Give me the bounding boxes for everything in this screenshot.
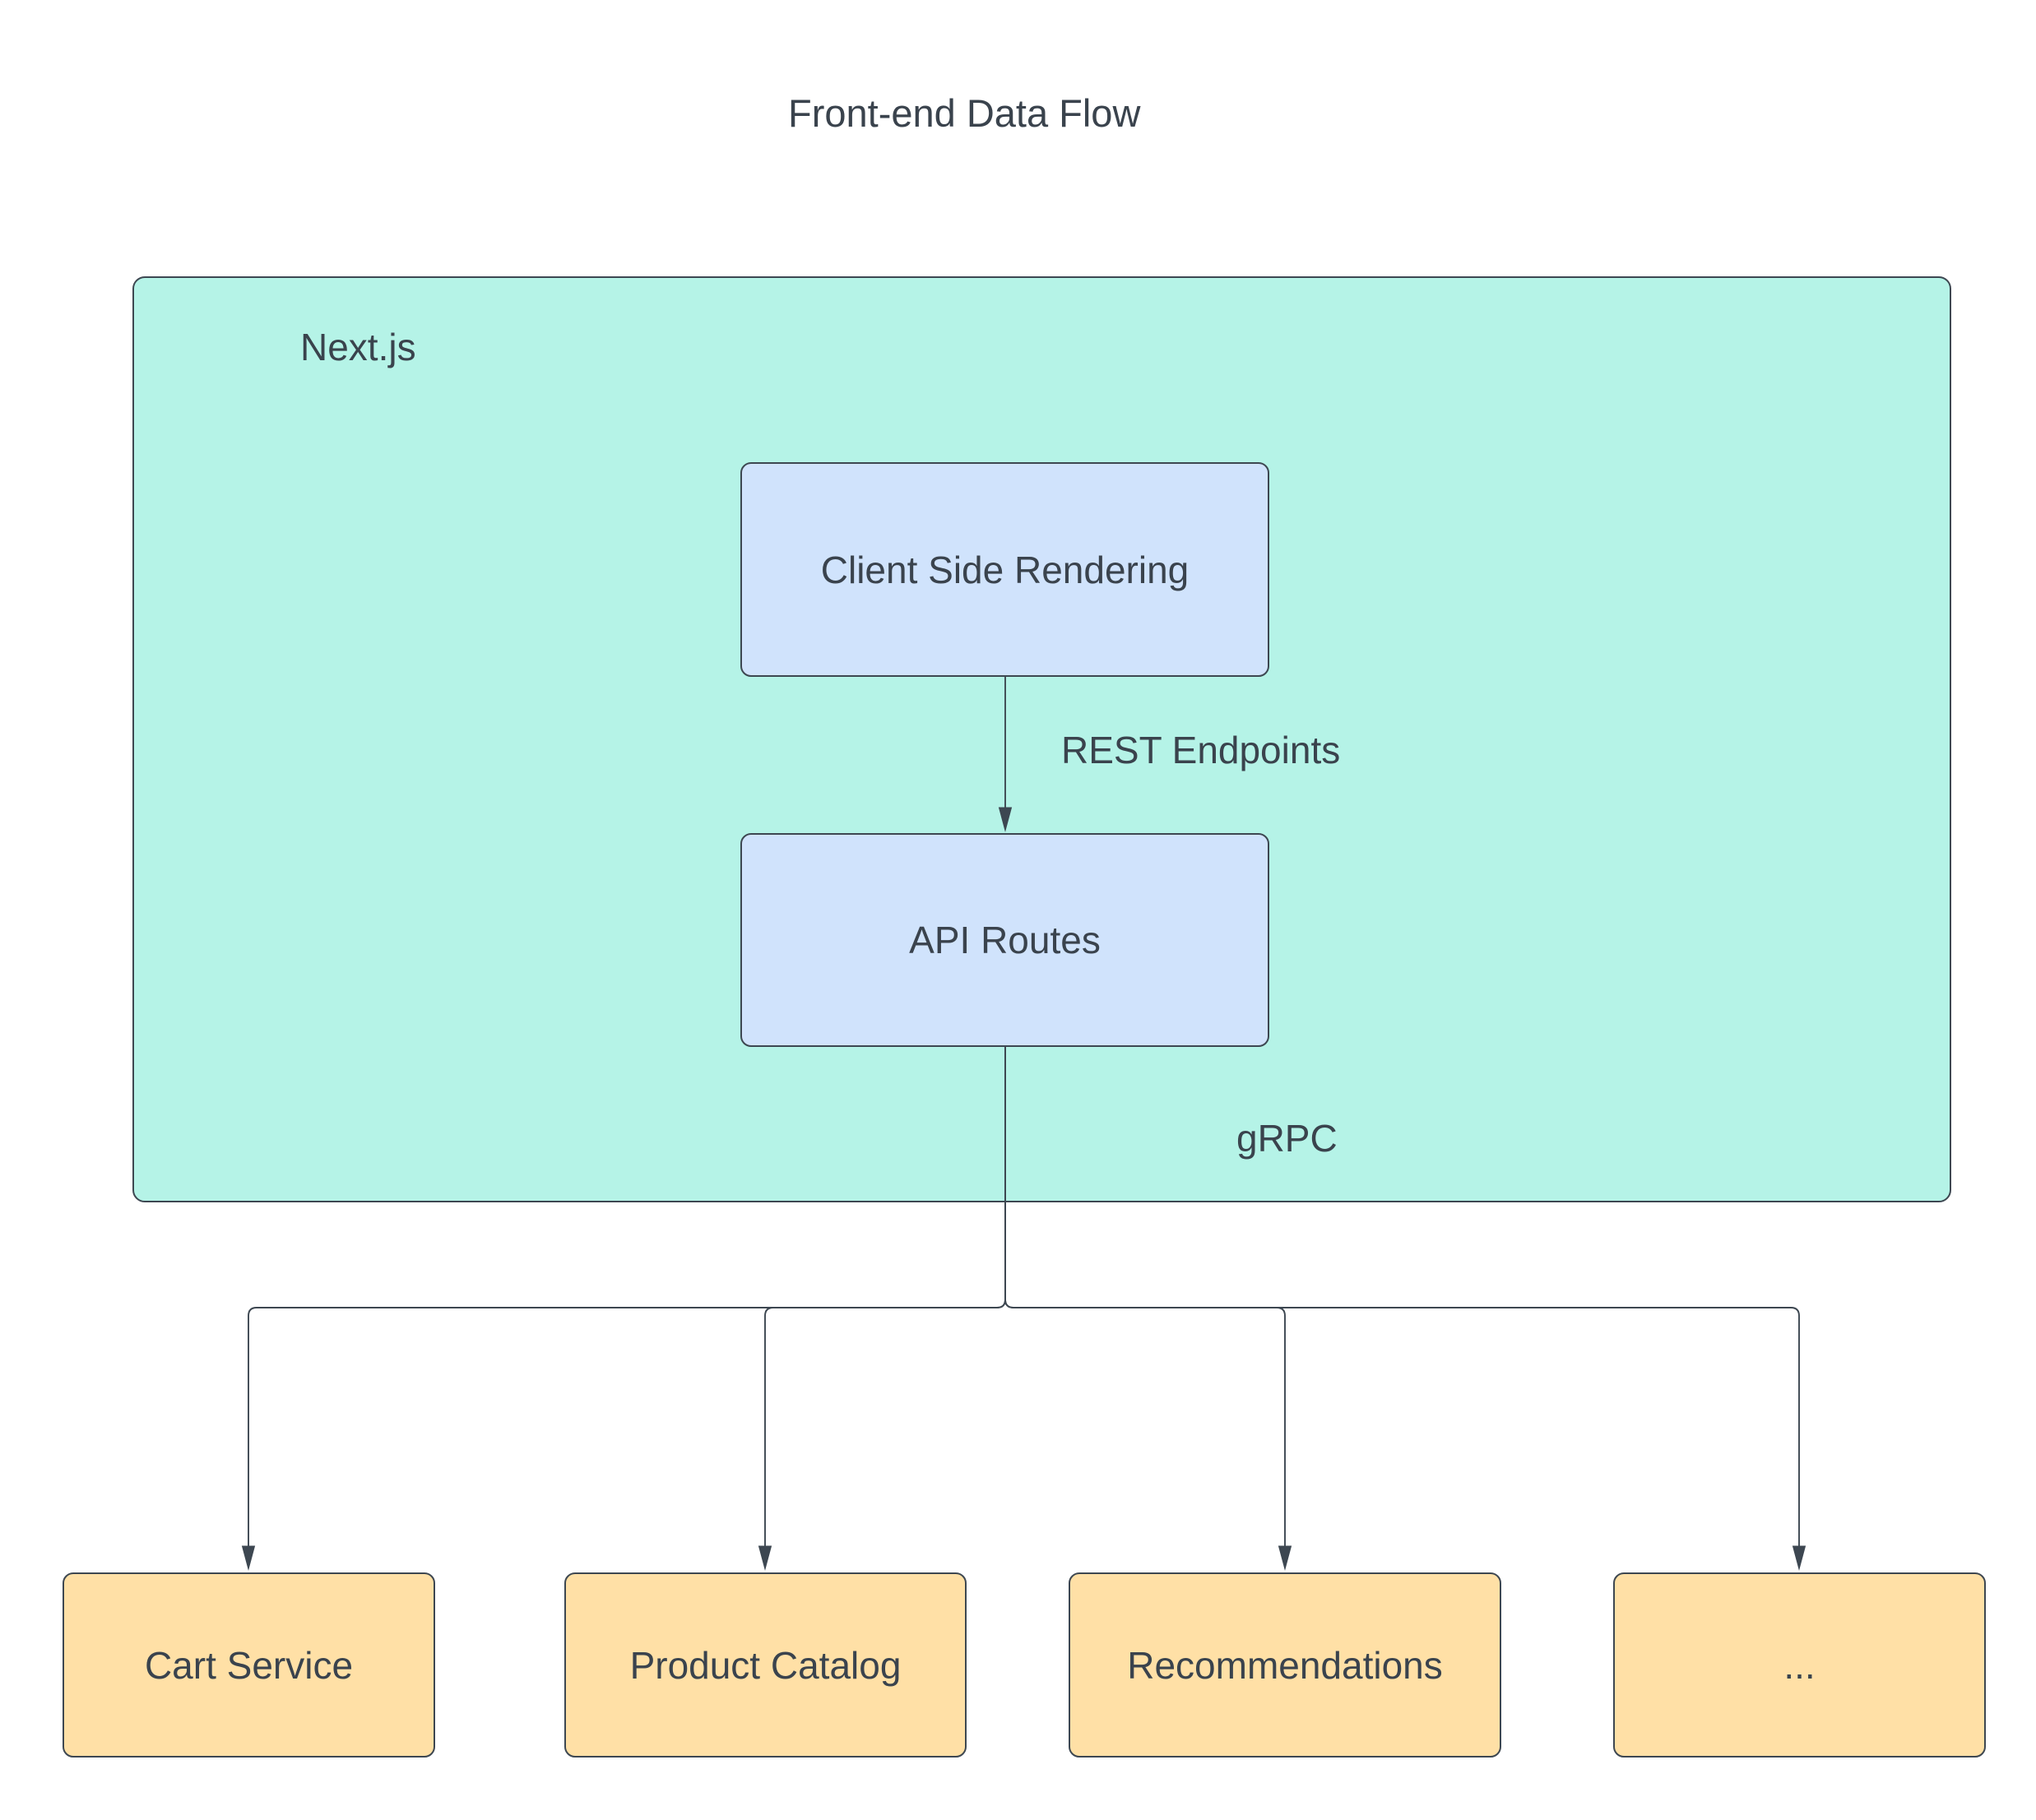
nextjs-container-label: Next.js bbox=[300, 326, 416, 368]
nextjs-container bbox=[132, 276, 1951, 1202]
node-client-side-rendering-label: Client Side Rendering bbox=[820, 548, 1190, 591]
edge-api-to-more-arrowhead bbox=[1792, 1545, 1806, 1571]
node-cart-service-label: Cart Service bbox=[144, 1643, 354, 1687]
node-cart-service: Cart Service bbox=[63, 1572, 435, 1757]
edge-api-to-cart-arrowhead bbox=[241, 1545, 256, 1571]
node-api-routes-label: API Routes bbox=[909, 919, 1101, 961]
edge-label-rest-endpoints: REST Endpoints bbox=[1061, 729, 1341, 771]
edge-label-grpc: gRPC bbox=[1236, 1117, 1338, 1160]
node-more-services-label: ... bbox=[1783, 1643, 1816, 1687]
node-more-services: ... bbox=[1613, 1572, 1986, 1757]
edge-api-to-recommendations-arrowhead bbox=[1278, 1545, 1292, 1571]
node-product-catalog-label: Product Catalog bbox=[629, 1643, 902, 1687]
node-recommendations: Recommendations bbox=[1069, 1572, 1501, 1757]
edge-api-to-catalog-arrowhead bbox=[758, 1545, 772, 1571]
node-client-side-rendering: Client Side Rendering bbox=[740, 462, 1269, 677]
node-recommendations-label: Recommendations bbox=[1127, 1643, 1443, 1687]
node-api-routes: API Routes bbox=[740, 833, 1269, 1047]
node-product-catalog: Product Catalog bbox=[564, 1572, 967, 1757]
diagram-title: Front-end Data Flow bbox=[788, 91, 1141, 135]
